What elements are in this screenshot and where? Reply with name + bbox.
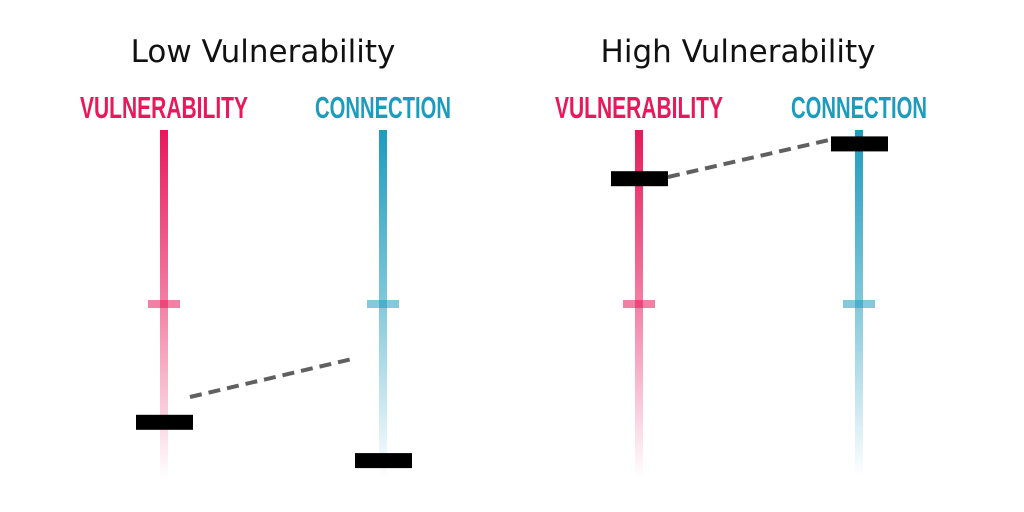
level-marker bbox=[355, 453, 412, 469]
connection-axis: CONNECTION bbox=[315, 90, 451, 478]
level-marker bbox=[831, 136, 888, 152]
dashed-link bbox=[189, 357, 353, 399]
panel-high-vulnerability: High Vulnerability VULNERABILITY CONNECT… bbox=[555, 34, 927, 478]
axis-label: VULNERABILITY bbox=[555, 90, 723, 125]
vulnerability-axis: VULNERABILITY bbox=[555, 90, 723, 478]
level-marker bbox=[611, 171, 668, 187]
midpoint-tick bbox=[367, 300, 399, 308]
panel-low-vulnerability: Low Vulnerability VULNERABILITY CONNECTI… bbox=[80, 34, 451, 478]
midpoint-tick bbox=[148, 300, 180, 308]
axis-label: CONNECTION bbox=[791, 90, 927, 125]
panel-title: Low Vulnerability bbox=[131, 34, 396, 70]
connection-axis: CONNECTION bbox=[791, 90, 927, 478]
axis-label: VULNERABILITY bbox=[80, 90, 248, 125]
midpoint-tick bbox=[843, 300, 875, 308]
panel-title: High Vulnerability bbox=[601, 34, 876, 70]
axis-label: CONNECTION bbox=[315, 90, 451, 125]
level-marker bbox=[136, 414, 193, 430]
midpoint-tick bbox=[623, 300, 655, 308]
dashed-link bbox=[667, 138, 830, 179]
vulnerability-axis: VULNERABILITY bbox=[80, 90, 248, 478]
